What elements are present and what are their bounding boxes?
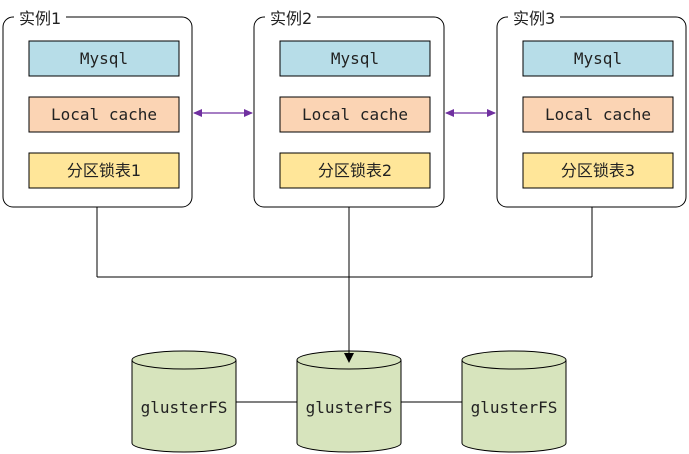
- instance-2-lock-label: 分区锁表2: [318, 161, 392, 180]
- instance-3-title: 实例3: [513, 9, 555, 28]
- instance-1-cache-box: [28, 96, 180, 133]
- instance-to-storage-connectors: [96, 207, 593, 363]
- storage-cylinder-2-label: glusterFS: [306, 398, 393, 417]
- instance-3-mysql-label: Mysql: [574, 49, 622, 68]
- storage-cylinder-2: glusterFS: [296, 350, 402, 453]
- instance-2-mysql-label: Mysql: [331, 49, 379, 68]
- storage-cylinder-3-label: glusterFS: [471, 398, 558, 417]
- instance-3-lock-label: 分区锁表3: [561, 161, 635, 180]
- instance-3-cache-label: Local cache: [545, 105, 651, 124]
- instance-2-cache-box: [279, 96, 431, 133]
- instance-1: 实例1 Mysql Local cache 分区锁表1: [2, 8, 193, 208]
- storage-cylinder-1-label: glusterFS: [141, 398, 228, 417]
- instance-1-mysql-box: [28, 40, 180, 77]
- instance-3-cache-box: [522, 96, 674, 133]
- instance-3-mysql-box: [522, 40, 674, 77]
- instance-1-mysql-label: Mysql: [80, 49, 128, 68]
- storage-cylinder-3: glusterFS: [461, 350, 567, 453]
- instance-1-cache-label: Local cache: [51, 105, 157, 124]
- instance-3-lock-box: [522, 152, 674, 189]
- instance-3: 实例3 Mysql Local cache 分区锁表3: [496, 8, 687, 208]
- instance-2-title: 实例2: [270, 9, 312, 28]
- instance-1-title: 实例1: [19, 9, 61, 28]
- instance-2-mysql-box: [279, 40, 431, 77]
- instance-2-cache-label: Local cache: [302, 105, 408, 124]
- storage-cylinder-1: glusterFS: [131, 350, 237, 453]
- instance-1-lock-box: [28, 152, 180, 189]
- instance-2: 实例2 Mysql Local cache 分区锁表2: [253, 8, 445, 208]
- instance-1-lock-label: 分区锁表1: [67, 161, 141, 180]
- instance-2-lock-box: [279, 152, 431, 189]
